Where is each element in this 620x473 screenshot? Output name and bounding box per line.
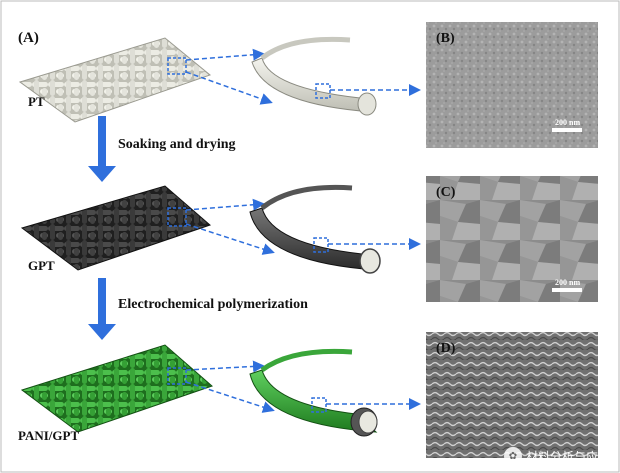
row-pt: 200 nm (B)	[18, 22, 598, 148]
pani-zoom-box	[167, 367, 187, 385]
step-soaking-label: Soaking and drying	[118, 137, 236, 152]
pani-zoom-arrow-top	[185, 360, 265, 373]
label-pani-gpt: PANI/GPT	[18, 428, 79, 443]
gpt-fiber-tail	[260, 184, 353, 210]
pt-fiber-tail	[260, 36, 351, 61]
panel-label-d: (D)	[436, 341, 456, 356]
sem-image-d	[426, 332, 598, 458]
pani-gpt-fiber-tail	[260, 348, 353, 373]
scale-label-b: 200 nm	[555, 118, 580, 127]
pani-fiber-zoom-box	[311, 397, 327, 413]
scale-bar-b	[552, 128, 582, 132]
process-arrow-2	[88, 278, 116, 340]
pani-zoom-arrow-bottom	[185, 381, 275, 413]
pani-gpt-fabric	[20, 344, 213, 433]
sem-image-c	[426, 176, 598, 302]
pt-fabric	[18, 37, 212, 123]
watermark-text: 材料分析与应用	[525, 449, 610, 464]
pani-gpt-fiber-end	[358, 410, 378, 434]
label-pt: PT	[28, 94, 45, 109]
pt-fiber-end	[357, 92, 377, 116]
gpt-fiber-zoom-box	[313, 237, 329, 253]
gpt-zoom-box	[167, 207, 187, 227]
gpt-fiber-end	[359, 248, 381, 274]
label-gpt: GPT	[28, 258, 55, 273]
step-electrochemical-label: Electrochemical polymerization	[118, 297, 308, 312]
panel-label-a: (A)	[18, 30, 39, 46]
pani-gpt-fiber	[249, 369, 378, 433]
row-pani-gpt: (D)	[20, 332, 598, 458]
pt-zoom-box	[167, 57, 187, 75]
sem-image-b	[426, 22, 598, 148]
pt-zoom-arrow-bottom	[185, 71, 273, 105]
panel-label-b: (B)	[436, 31, 455, 46]
wechat-icon: ✿	[503, 447, 522, 465]
scale-bar-c	[552, 288, 582, 292]
process-arrow-1	[88, 116, 116, 182]
gpt-zoom-arrow-bottom	[185, 223, 275, 255]
gpt-fabric	[20, 185, 211, 271]
row-gpt: 200 nm (C)	[20, 176, 598, 302]
gpt-zoom-arrow-top	[185, 198, 265, 211]
scale-label-c: 200 nm	[555, 278, 580, 287]
pt-zoom-arrow-top	[185, 48, 265, 61]
panel-label-c: (C)	[436, 185, 456, 200]
watermark: ✿ 材料分析与应用	[503, 447, 610, 465]
pt-fiber-zoom-box	[315, 83, 331, 99]
